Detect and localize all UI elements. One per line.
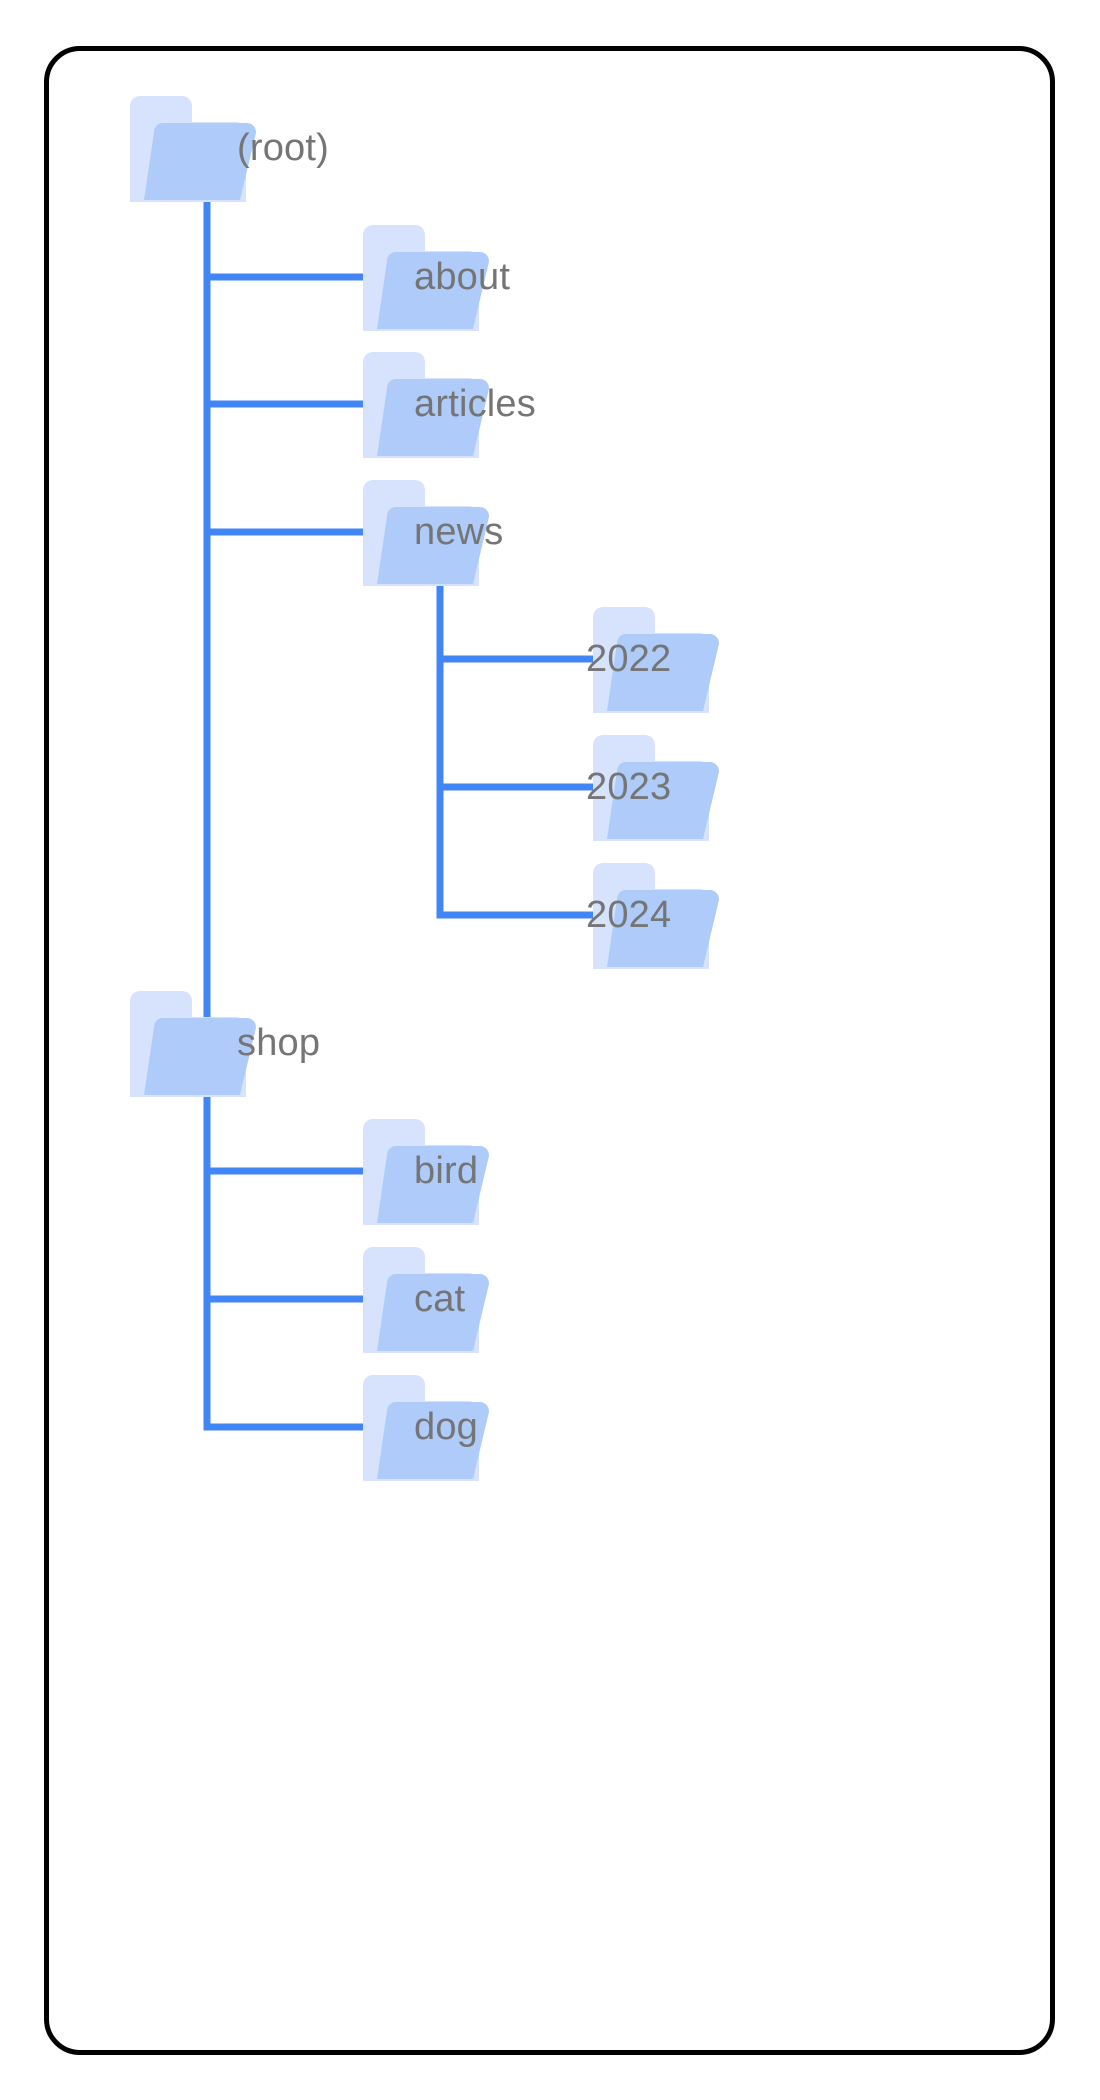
branch-bird	[203, 1167, 372, 1175]
branch-about	[203, 273, 372, 281]
diagram-frame	[44, 46, 1055, 2055]
branch-articles	[203, 400, 372, 408]
node-label-2022: 2022	[586, 638, 672, 680]
folder-front-panel	[377, 507, 489, 584]
folder-front-panel	[607, 634, 719, 711]
folder-icon-shop[interactable]	[130, 991, 256, 1097]
node-label-2024: 2024	[586, 894, 672, 936]
folder-front-panel	[377, 252, 489, 329]
folder-front-panel	[144, 123, 256, 200]
branch-news	[203, 528, 372, 536]
branch-2024	[436, 911, 602, 919]
branch-cat	[203, 1295, 372, 1303]
branch-2023	[436, 783, 602, 791]
node-label-shop: shop	[237, 1022, 321, 1064]
folder-icon-root[interactable]	[130, 96, 256, 202]
folder-front-panel	[607, 890, 719, 967]
node-label-articles: articles	[414, 383, 536, 425]
folder-front-panel	[377, 1146, 489, 1223]
folder-icon-2024[interactable]	[593, 863, 719, 969]
folder-icon-2022[interactable]	[593, 607, 719, 713]
root-trunk	[203, 178, 211, 1296]
node-label-root: (root)	[237, 127, 329, 169]
shop-trunk	[203, 1072, 211, 1427]
folder-icon-about[interactable]	[363, 225, 489, 331]
branch-2022	[436, 655, 602, 663]
connector-lines	[203, 178, 602, 1431]
folder-icon-2023[interactable]	[593, 735, 719, 841]
folder-icon-cat[interactable]	[363, 1247, 489, 1353]
folder-icons	[130, 96, 719, 1481]
folder-icon-bird[interactable]	[363, 1119, 489, 1225]
news-trunk	[436, 562, 444, 915]
node-label-cat: cat	[414, 1278, 466, 1320]
branch-dog	[203, 1423, 372, 1431]
node-label-2023: 2023	[586, 766, 672, 808]
folder-icon-dog[interactable]	[363, 1375, 489, 1481]
node-label-news: news	[414, 511, 504, 553]
node-label-about: about	[414, 256, 511, 298]
folder-front-panel	[377, 1402, 489, 1479]
folder-icon-articles[interactable]	[363, 352, 489, 458]
node-label-bird: bird	[414, 1150, 479, 1192]
folder-front-panel	[377, 1274, 489, 1351]
node-label-dog: dog	[414, 1406, 479, 1448]
folder-front-panel	[144, 1018, 256, 1095]
folder-icon-news[interactable]	[363, 480, 489, 586]
folder-front-panel	[377, 379, 489, 456]
folder-front-panel	[607, 762, 719, 839]
